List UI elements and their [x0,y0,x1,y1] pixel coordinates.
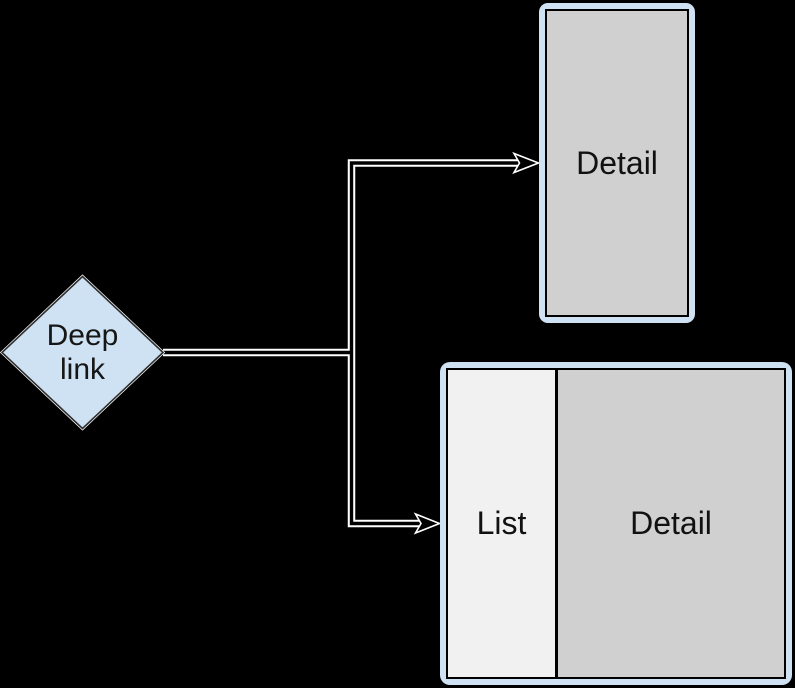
deep-link-node-label: Deep link [2,277,163,429]
list-pane: List [448,370,558,677]
connector-deep-link-to-list-detail [347,352,420,528]
list-detail-screen-content: List Detail [446,368,786,679]
detail-pane: Detail [558,370,784,677]
list-pane-label: List [476,505,527,541]
arrowhead-detail-icon [512,151,541,175]
detail-pane-label: Detail [630,505,712,541]
list-detail-screen-node: List Detail [440,362,792,685]
detail-screen-node: Detail [539,3,695,323]
detail-screen-content: Detail [545,9,689,317]
detail-screen-label: Detail [576,144,658,181]
connector-core [163,161,518,526]
deep-link-diamond-shape [0,275,165,430]
deep-link-label-line2: link [59,353,105,386]
arrowhead-list-detail-icon [413,512,442,535]
connector-deep-link-to-detail [347,159,518,353]
deep-link-label-line1: Deep [46,319,119,352]
